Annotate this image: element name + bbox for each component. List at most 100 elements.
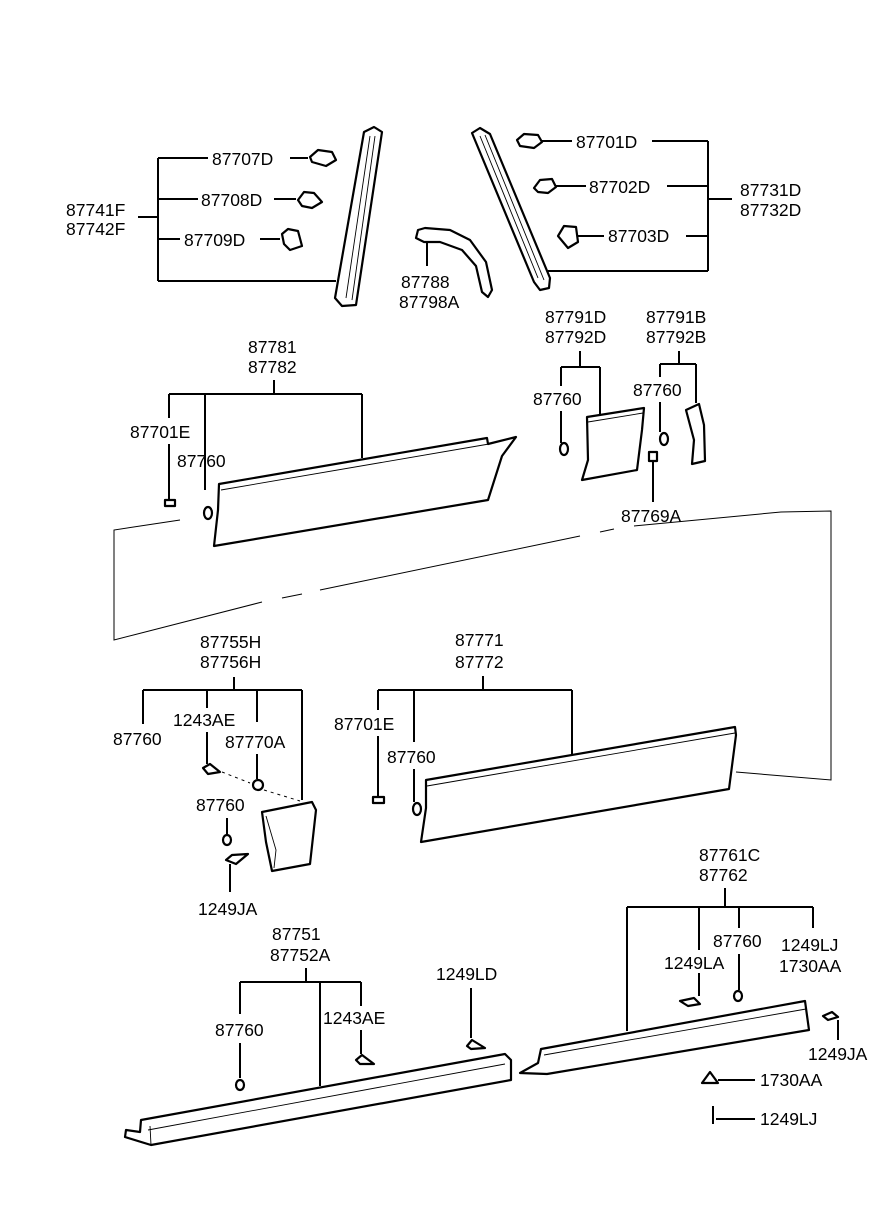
label-1730AA[interactable]: 1730AA	[779, 956, 842, 976]
leader-bracket	[659, 351, 697, 403]
group-87731D: 87701D 87702D 87703D 87731D 87732D	[470, 126, 801, 292]
screw-1249LA-icon	[678, 996, 702, 1008]
label-87731D[interactable]: 87731D	[740, 180, 801, 200]
leader-bracket	[239, 968, 362, 1086]
side-sill-rear-icon	[518, 999, 811, 1076]
fender-molding-b-icon	[684, 402, 707, 466]
screw-1249LD-icon	[465, 1038, 487, 1051]
screw-1249JA-icon	[821, 1010, 840, 1022]
grommet-87760-icon	[411, 801, 423, 817]
label-1249LJ-b[interactable]: 1249LJ	[760, 1109, 817, 1129]
label-87762[interactable]: 87762	[699, 865, 748, 885]
grommet-87760-icon	[221, 833, 233, 847]
body-outline	[113, 510, 832, 781]
label-1249LJ[interactable]: 1249LJ	[781, 935, 838, 955]
group-87791B: 87791B 87792B 87760 87769A	[621, 307, 706, 526]
group-87755H: 87755H 87756H 87760 1243AE 87770A 87760 …	[113, 632, 318, 919]
label-1243AE[interactable]: 1243AE	[173, 710, 235, 730]
label-87792B[interactable]: 87792B	[646, 327, 706, 347]
label-87708D[interactable]: 87708D	[201, 190, 262, 210]
clip-87701E-icon	[371, 795, 386, 805]
clip-87701E-icon	[163, 498, 177, 508]
label-87756H[interactable]: 87756H	[200, 652, 261, 672]
label-87701D[interactable]: 87701D	[576, 132, 637, 152]
label-87769A[interactable]: 87769A	[621, 506, 682, 526]
label-87751[interactable]: 87751	[272, 924, 321, 944]
pillar-trim-right-detail	[479, 134, 545, 281]
label-87798A[interactable]: 87798A	[399, 292, 460, 312]
label-87732D[interactable]: 87732D	[740, 200, 801, 220]
label-87760[interactable]: 87760	[177, 451, 226, 471]
label-1249LD[interactable]: 1249LD	[436, 964, 497, 984]
leaders-left	[542, 140, 604, 237]
leader-bracket	[560, 351, 601, 416]
label-87760-f[interactable]: 87760	[387, 747, 436, 767]
group-87771: 87771 87772 87701E 87760	[334, 630, 738, 844]
label-87760-d[interactable]: 87760	[113, 729, 162, 749]
group-87751: 87751 87752A 87760 1243AE 1249LD	[123, 924, 513, 1147]
label-1249JA[interactable]: 1249JA	[198, 899, 258, 919]
grommet-87760-icon	[234, 1078, 246, 1092]
label-87760-c[interactable]: 87760	[633, 380, 682, 400]
label-87760-e[interactable]: 87760	[196, 795, 245, 815]
label-1249LA[interactable]: 1249LA	[664, 953, 725, 973]
leader-bracket	[548, 140, 732, 272]
label-87760-g[interactable]: 87760	[215, 1020, 264, 1040]
pillar-trim-right-icon	[470, 126, 552, 292]
leaders	[260, 157, 308, 240]
label-87702D[interactable]: 87702D	[589, 177, 650, 197]
label-87781[interactable]: 87781	[248, 337, 297, 357]
label-87770A[interactable]: 87770A	[225, 732, 286, 752]
clip-1730AA-icon	[700, 1070, 720, 1085]
label-87701E[interactable]: 87701E	[130, 422, 190, 442]
label-87755H[interactable]: 87755H	[200, 632, 261, 652]
leader-bracket	[377, 676, 573, 754]
label-87742F[interactable]: 87742F	[66, 219, 125, 239]
label-87741F[interactable]: 87741F	[66, 200, 125, 220]
label-87788[interactable]: 87788	[401, 272, 450, 292]
label-1249JA-b[interactable]: 1249JA	[808, 1044, 868, 1064]
label-87760-b[interactable]: 87760	[533, 389, 582, 409]
label-87792D[interactable]: 87792D	[545, 327, 606, 347]
label-87703D[interactable]: 87703D	[608, 226, 669, 246]
group-87781: 87781 87782 87701E 87760	[130, 337, 518, 548]
rear-door-molding-icon	[419, 725, 738, 844]
label-87772[interactable]: 87772	[455, 652, 504, 672]
sill-edge	[543, 1008, 807, 1056]
label-87760-h[interactable]: 87760	[713, 931, 762, 951]
label-87771[interactable]: 87771	[455, 630, 504, 650]
label-87761C[interactable]: 87761C	[699, 845, 760, 865]
grommet-87760-icon	[202, 505, 214, 521]
label-87707D[interactable]: 87707D	[212, 149, 273, 169]
grommet-87770A-icon	[251, 778, 265, 792]
label-1243AE-b[interactable]: 1243AE	[323, 1008, 385, 1028]
label-87791D[interactable]: 87791D	[545, 307, 606, 327]
molding-edge	[426, 732, 736, 787]
label-1730AA-b[interactable]: 1730AA	[760, 1070, 823, 1090]
group-87791D: 87791D 87792D 87760	[533, 307, 646, 482]
label-87791B[interactable]: 87791B	[646, 307, 706, 327]
label-87752A[interactable]: 87752A	[270, 945, 331, 965]
leader-bracket	[138, 157, 336, 282]
alignment-dashed	[221, 771, 301, 802]
leader-bracket	[142, 677, 303, 800]
clip-87707D-icon	[308, 148, 338, 168]
label-87709D[interactable]: 87709D	[184, 230, 245, 250]
grommet-87760-icon	[732, 989, 744, 1003]
leader-bracket	[168, 380, 363, 490]
screw-1249JA-icon	[224, 852, 250, 866]
group-87741F: 87741F 87742F 87707D 87708D 87709D	[66, 125, 384, 308]
label-87701E-b[interactable]: 87701E	[334, 714, 394, 734]
label-87782[interactable]: 87782	[248, 357, 297, 377]
rear-quarter-molding-icon	[260, 800, 318, 873]
grommet-87760-icon	[558, 441, 570, 457]
molding-edge	[220, 443, 490, 491]
leaders	[206, 732, 258, 779]
body-outline-path	[113, 510, 832, 781]
front-door-molding-icon	[212, 435, 518, 548]
group-87761C: 87761C 87762 87760 1249LA 1249LJ 1730AA …	[518, 845, 868, 1129]
pillar-trim-left-detail	[345, 135, 376, 301]
leaders	[698, 954, 740, 996]
clip-87709D-icon	[280, 227, 304, 252]
